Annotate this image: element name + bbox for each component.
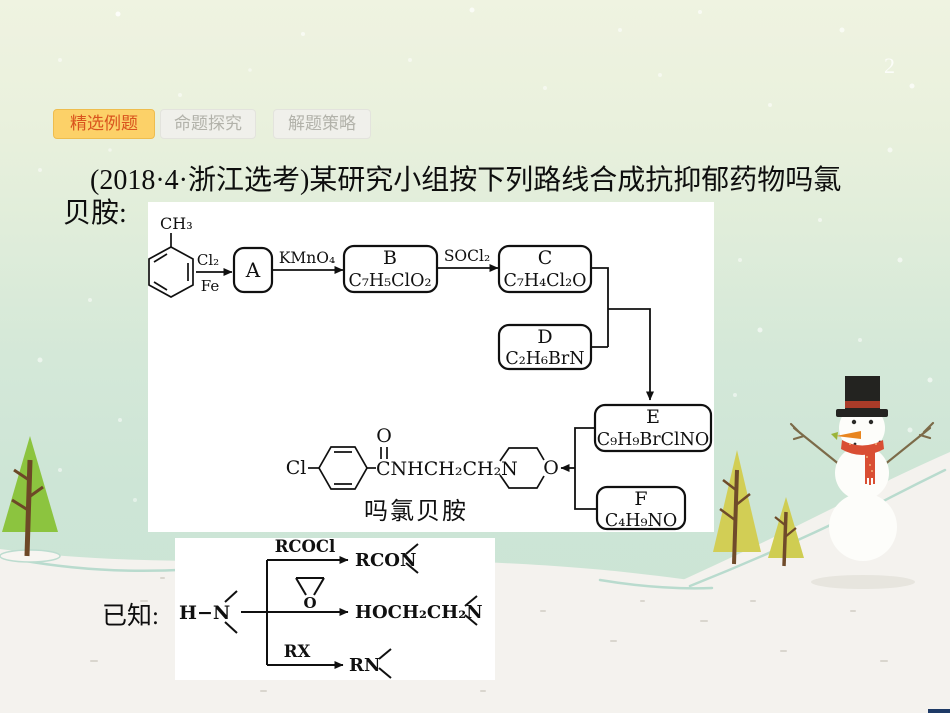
tab-bar: 精选例题 命题探究 解题策略 [53,109,371,139]
branch-rx: RX RN [267,642,392,679]
amine-label: H−N [179,602,230,624]
snowman-hat [836,376,888,417]
box-a-letter: A [245,258,261,282]
tab-selected-examples[interactable]: 精选例题 [53,109,155,139]
snowman-arms [789,421,935,467]
snow-dots [37,7,933,502]
amine-reactant: H−N [179,560,268,665]
box-d-letter: D [537,326,552,348]
box-f: F C₄H₉NO [595,485,687,531]
question-line-2: 贝胺: [63,198,127,229]
question-line-1: (2018·4·浙江选考)某研究小组按下列路线合成抗抑郁药物吗氯 [90,165,842,196]
box-d-formula: C₂H₆BrN [505,349,584,369]
methyl-label: CH₃ [160,214,193,233]
carrot-tip-leaf [831,432,838,440]
reagent-rcocl: RCOCl [275,538,336,556]
synthesis-route-diagram: CH₃ Cl₂ Fe A KMnO₄ [148,214,713,531]
hat-band [845,401,880,408]
reagent-socl2: SOCl₂ [444,247,490,265]
known-reactions-diagram: H−N RCOCl RCON [179,537,483,679]
tab-question-exploration[interactable]: 命题探究 [160,109,256,139]
step1-arrow: Cl₂ Fe [196,251,233,295]
box-b-formula: C₇H₅ClO₂ [348,271,431,291]
snowman-eyes [851,419,874,425]
epoxide-symbol [295,577,325,596]
ef-bracket-arrow [560,427,597,510]
carrot-nose [836,431,861,439]
product-name: 吗氯贝胺 [364,497,468,525]
box-e-formula: C₉H₉BrClNO [597,430,710,450]
yellow-tree-tall [713,450,761,565]
box-e: E C₉H₉BrClNO [593,403,713,453]
snowman [789,376,935,589]
toluene-structure: CH₃ [148,214,194,298]
product-cl-label: Cl [286,457,307,479]
product-hoch2ch2n: HOCH₂CH₂N [355,602,483,623]
box-c: C C₇H₄Cl₂O [497,244,593,294]
snowman-middle-ball [835,446,889,500]
product-rn: RN [349,655,380,676]
synthesis-route-panel: CH₃ Cl₂ Fe A KMnO₄ [148,202,714,532]
snowman-bottom-ball [829,493,897,561]
reagent-cl2: Cl₂ [197,251,219,269]
known-reactions-panel: H−N RCOCl RCON [175,537,495,680]
epoxide-o: O [303,594,316,612]
reagent-kmno4: KMnO₄ [279,249,335,267]
question-text: (2018·4·浙江选考)某研究小组按下列路线合成抗抑郁药物吗氯 贝胺: [63,164,925,230]
tab-solving-strategy[interactable]: 解题策略 [273,109,371,139]
box-c-letter: C [538,247,553,269]
yellow-tree-small [768,497,804,567]
corner-progress-bar [928,709,950,713]
box-e-letter: E [646,406,660,428]
step3-arrow: SOCl₂ [437,247,499,272]
box-b-letter: B [383,247,397,269]
box-d: D C₂H₆BrN [497,323,593,371]
cd-to-e-connector [591,267,654,401]
product-carbonyl-o: O [376,425,392,447]
morpholine-ring [499,447,545,489]
step2-arrow: KMnO₄ [272,249,344,274]
box-f-formula: C₄H₉NO [605,511,677,531]
left-tree [0,436,61,563]
branch-epoxide: O HOCH₂CH₂N [267,577,483,626]
box-c-formula: C₇H₄Cl₂O [503,271,586,291]
slide-page-number: 2 [884,53,895,78]
known-label: 已知: [102,603,159,630]
box-b: B C₇H₅ClO₂ [342,244,439,294]
reagent-fe: Fe [201,277,220,295]
product-chain: CNHCH₂CH₂N [376,458,518,480]
box-f-letter: F [634,488,647,510]
moclobemide-structure: Cl O CNHCH₂CH₂N O 吗氯贝胺 [286,425,559,525]
box-a: A [232,246,274,294]
hat-brim [836,409,888,417]
product-rcon: RCON [355,550,416,571]
reagent-rx: RX [284,642,311,661]
morpholine-o: O [543,457,559,479]
branch-rcocl: RCOCl RCON [267,537,419,574]
snowman-scarf [841,440,884,485]
